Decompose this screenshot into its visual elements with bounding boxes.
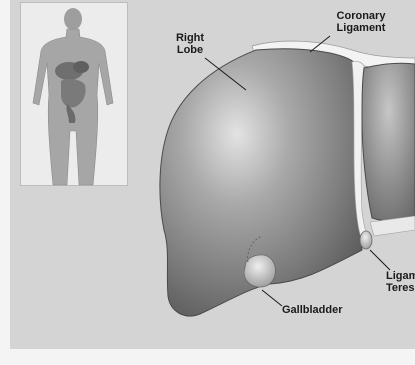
ligamentum-teres-shape bbox=[360, 231, 372, 249]
ligamentum-teres-label: Ligam Teres bbox=[386, 270, 415, 294]
gallbladder-shape bbox=[244, 255, 275, 287]
human-silhouette-icon bbox=[21, 3, 129, 187]
left-lobe-shape bbox=[362, 63, 415, 221]
gallbladder-leader bbox=[262, 290, 282, 306]
ligamentum-teres-leader bbox=[370, 250, 390, 270]
right-lobe-label: Right Lobe bbox=[172, 32, 208, 56]
gallbladder-label: Gallbladder bbox=[282, 304, 358, 316]
coronary-ligament-label: Coronary Ligament bbox=[318, 10, 404, 34]
body-location-inset bbox=[20, 2, 128, 186]
